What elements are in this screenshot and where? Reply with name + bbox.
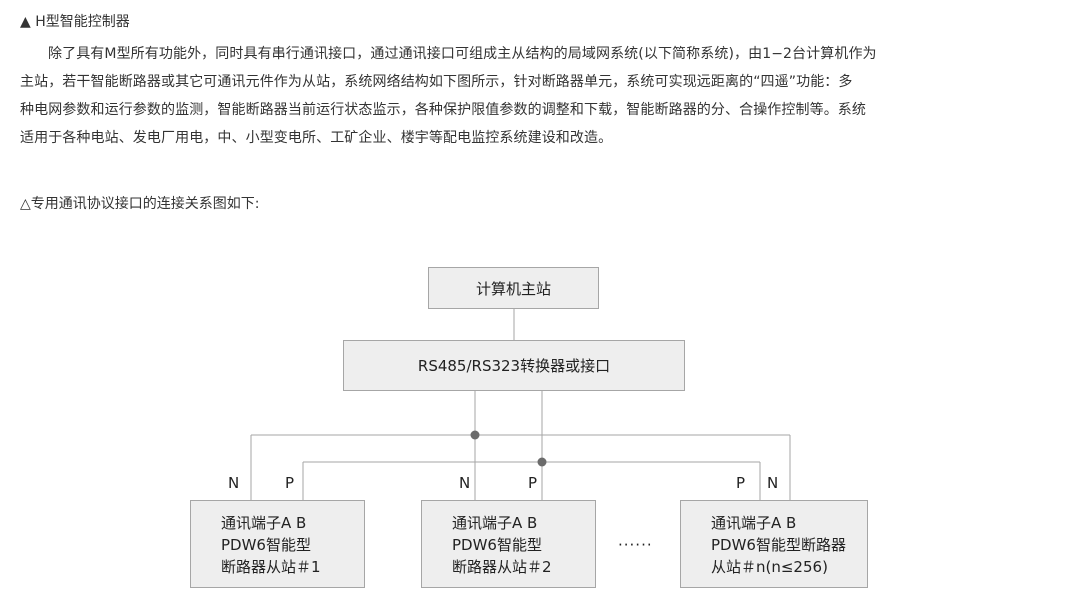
- slave-station-2-box: 通讯端子A B PDW6智能型 断路器从站＃2: [421, 500, 596, 588]
- slaven-p-label: P: [736, 474, 746, 492]
- slave-line: PDW6智能型: [221, 536, 311, 554]
- ellipsis: ······: [618, 536, 653, 554]
- converter-box: RS485/RS323转换器或接口: [343, 340, 685, 391]
- slave-line: PDW6智能型: [452, 536, 542, 554]
- paragraph-line: 主站，若干智能断路器或其它可通讯元件作为从站，系统网络结构如下图所示，针对断路器…: [20, 74, 853, 90]
- bus-wires: [250, 309, 791, 500]
- slave-line: 断路器从站＃1: [221, 558, 321, 576]
- slave-line: 通讯端子A B: [711, 514, 797, 532]
- slave1-n-label: N: [228, 474, 240, 492]
- master-station-box: 计算机主站: [428, 267, 599, 309]
- description-paragraph: 除了具有M型所有功能外，同时具有串行通讯接口，通过通讯接口可组成主从结构的局域网…: [20, 40, 1050, 152]
- slave1-p-label: P: [285, 474, 295, 492]
- converter-label: RS485/RS323转换器或接口: [417, 357, 611, 375]
- p-bus-junction: [537, 457, 547, 467]
- paragraph-line: 适用于各种电站、发电厂用电，中、小型变电所、工矿企业、楼宇等配电监控系统建设和改…: [20, 130, 613, 146]
- slave-line: PDW6智能型断路器: [711, 536, 846, 554]
- n-bus-junction: [470, 430, 480, 440]
- master-station-label: 计算机主站: [475, 279, 551, 298]
- slave-line: 断路器从站＃2: [452, 558, 552, 576]
- slave-station-n-box: 通讯端子A B PDW6智能型断路器 从站＃n(n≤256): [680, 500, 868, 588]
- slave-line: 通讯端子A B: [221, 514, 307, 532]
- section-heading: ▲ H型智能控制器: [20, 14, 130, 30]
- paragraph-line: 种电网参数和运行参数的监测，智能断路器当前运行状态监示，各种保护限值参数的调整和…: [20, 102, 866, 118]
- slave-line: 从站＃n(n≤256): [711, 558, 828, 576]
- slave2-p-label: P: [528, 474, 538, 492]
- slaven-n-label: N: [767, 474, 779, 492]
- slave-station-1-box: 通讯端子A B PDW6智能型 断路器从站＃1: [190, 500, 365, 588]
- diagram-caption: △专用通讯协议接口的连接关系图如下:: [20, 196, 260, 212]
- slave-line: 通讯端子A B: [452, 514, 538, 532]
- slave2-n-label: N: [459, 474, 471, 492]
- paragraph-line: 除了具有M型所有功能外，同时具有串行通讯接口，通过通讯接口可组成主从结构的局域网…: [48, 46, 877, 62]
